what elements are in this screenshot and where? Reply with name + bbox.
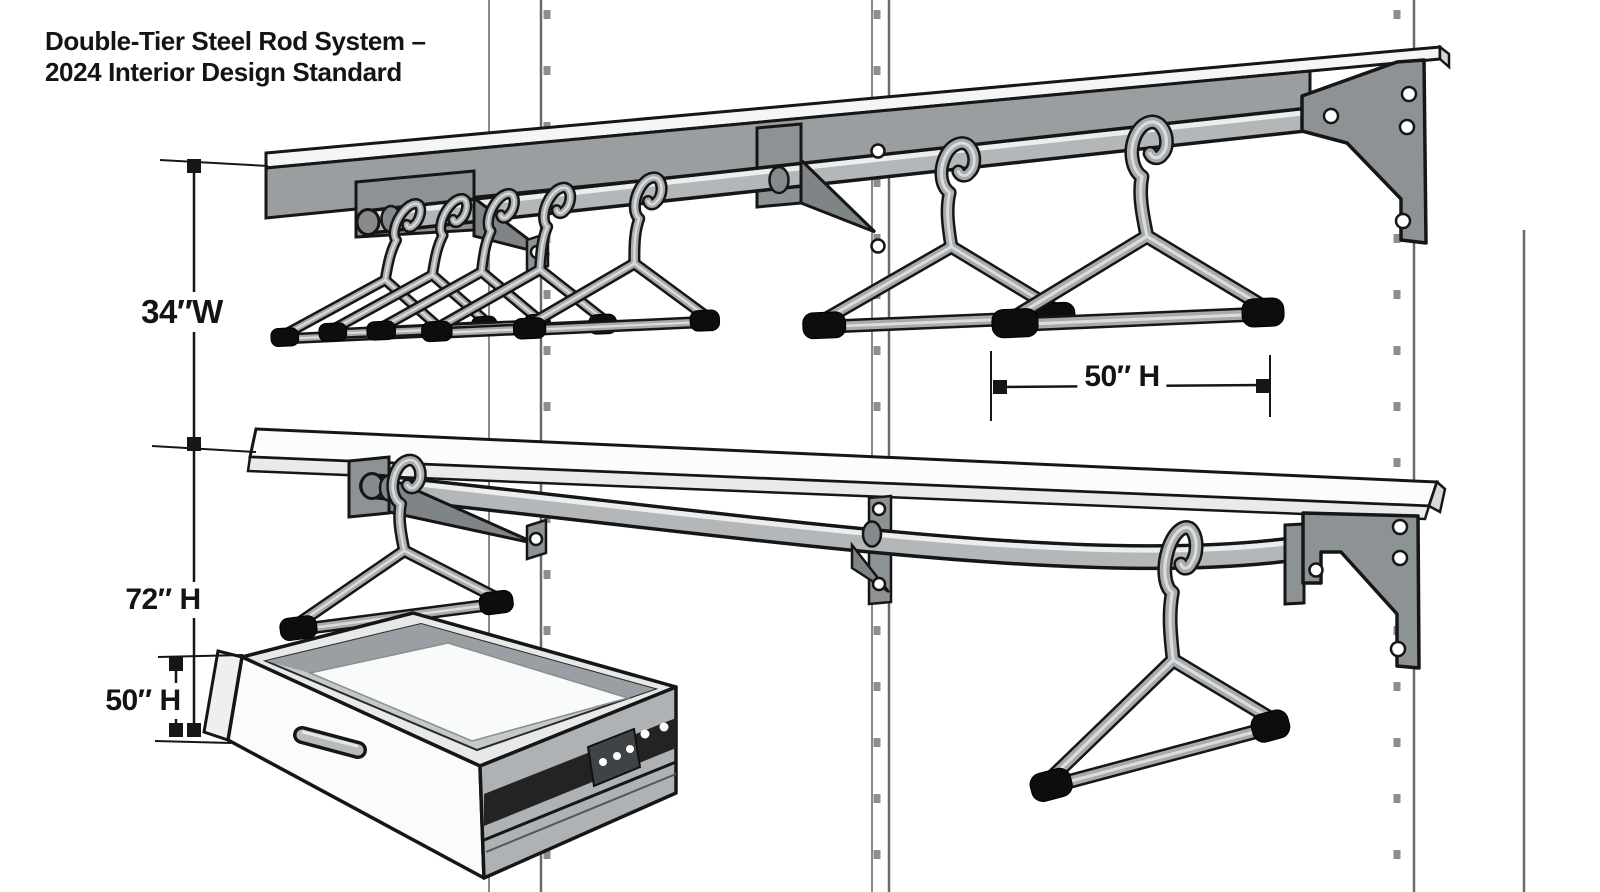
- standard-slot: [873, 794, 881, 803]
- dimension-marker: [187, 723, 201, 737]
- dim-label-rod-span: 50″ H: [1077, 359, 1167, 395]
- screw-hole: [528, 531, 544, 547]
- drawer-inner-walls: [266, 624, 655, 698]
- screw-hole: [871, 576, 887, 592]
- hanger-grip-pad: [270, 327, 300, 347]
- standard-slot: [1393, 10, 1401, 19]
- title-line-1: Double-Tier Steel Rod System –: [45, 26, 426, 56]
- upper-right-wall-bracket: [1300, 58, 1428, 245]
- upper-hangers: [270, 114, 1285, 347]
- standard-slot: [1393, 850, 1401, 859]
- standard-slot: [873, 402, 881, 411]
- clothes-hanger: [512, 171, 721, 340]
- standard-slot: [1393, 290, 1401, 299]
- standard-slot: [1393, 458, 1401, 467]
- standard-slot: [1393, 738, 1401, 747]
- lower-right-wall-bracket: [1283, 511, 1421, 670]
- page-title: Double-Tier Steel Rod System – 2024 Inte…: [45, 26, 426, 88]
- dimension-marker: [169, 657, 183, 671]
- drawer-slide-rail: [483, 718, 677, 853]
- screw-hole: [1322, 107, 1340, 125]
- rod-collar: [768, 165, 790, 195]
- hanger-grip-pad: [421, 320, 453, 343]
- standard-slot: [873, 626, 881, 635]
- hanger-grip-pad: [366, 320, 397, 341]
- hanger-grip-pad: [1250, 709, 1291, 743]
- standard-slot: [1393, 402, 1401, 411]
- dim-label-tier-height: 72″ H: [118, 582, 208, 618]
- lower-shelf: [246, 427, 1447, 521]
- standard-slot: [873, 682, 881, 691]
- standard-slot: [543, 346, 551, 355]
- clothes-hanger: [1029, 520, 1291, 803]
- dimension-marker: [187, 159, 201, 173]
- hanger-grip-pad: [1241, 297, 1285, 328]
- hanger-grip-pad: [318, 322, 348, 342]
- drawer-handle: [293, 726, 367, 759]
- title-line-2: 2024 Interior Design Standard: [45, 57, 402, 87]
- hanger-grip-pad: [689, 309, 721, 332]
- standard-slot: [873, 178, 881, 187]
- dimension-marker: [1256, 379, 1270, 393]
- standard-slot: [1393, 234, 1401, 243]
- screw-hole: [870, 238, 886, 254]
- dimension-marker: [169, 723, 183, 737]
- rod-collar: [861, 520, 883, 548]
- standard-slot: [873, 738, 881, 747]
- standard-slot: [873, 346, 881, 355]
- screw-hole: [871, 501, 887, 517]
- dim-label-drawer-height: 50″ H: [98, 683, 188, 719]
- standard-slot: [1393, 794, 1401, 803]
- clothes-hanger: [802, 136, 1076, 340]
- hanger-grip-pad: [991, 308, 1039, 339]
- standard-slot: [1393, 346, 1401, 355]
- dim-label-upper-width: 34″W: [134, 292, 230, 332]
- standard-slot: [543, 10, 551, 19]
- hanger-grip-pad: [802, 311, 847, 340]
- standard-slot: [543, 402, 551, 411]
- lower-bracket-gussets: [387, 475, 890, 594]
- standard-slot: [543, 290, 551, 299]
- dimension-marker: [187, 437, 201, 451]
- screw-hole: [1308, 562, 1324, 578]
- screw-hole: [1394, 212, 1412, 230]
- screw-hole: [1398, 118, 1416, 136]
- hanger-grip-pad: [279, 615, 318, 641]
- hanger-grip-pad: [512, 317, 547, 340]
- standard-slot: [543, 626, 551, 635]
- lower-shelf-front-edge: [246, 455, 1431, 521]
- standard-slot: [873, 850, 881, 859]
- screw-hole: [1391, 549, 1409, 567]
- screw-hole: [1391, 518, 1409, 536]
- hanger-grip-pad: [478, 589, 514, 616]
- standard-slot: [543, 66, 551, 75]
- dimension-marker: [993, 380, 1007, 394]
- upper-rod-end-cap: [355, 208, 381, 236]
- standard-slot: [543, 850, 551, 859]
- pullout-drawer: [202, 611, 678, 880]
- upper-shelf-end-cap: [1438, 44, 1451, 70]
- standard-slot: [1393, 682, 1401, 691]
- lower-shelf-end-cap: [1427, 479, 1447, 514]
- standard-slot: [873, 66, 881, 75]
- clothes-hanger: [991, 114, 1285, 339]
- screw-hole: [870, 143, 886, 159]
- rod-end-plate: [1283, 522, 1306, 606]
- drawer-bottom-panel: [307, 642, 631, 742]
- screw-hole: [1389, 640, 1407, 658]
- hanger-grip-pad: [1029, 767, 1073, 803]
- screw-hole: [1400, 85, 1418, 103]
- standard-slot: [873, 10, 881, 19]
- standard-slot: [543, 570, 551, 579]
